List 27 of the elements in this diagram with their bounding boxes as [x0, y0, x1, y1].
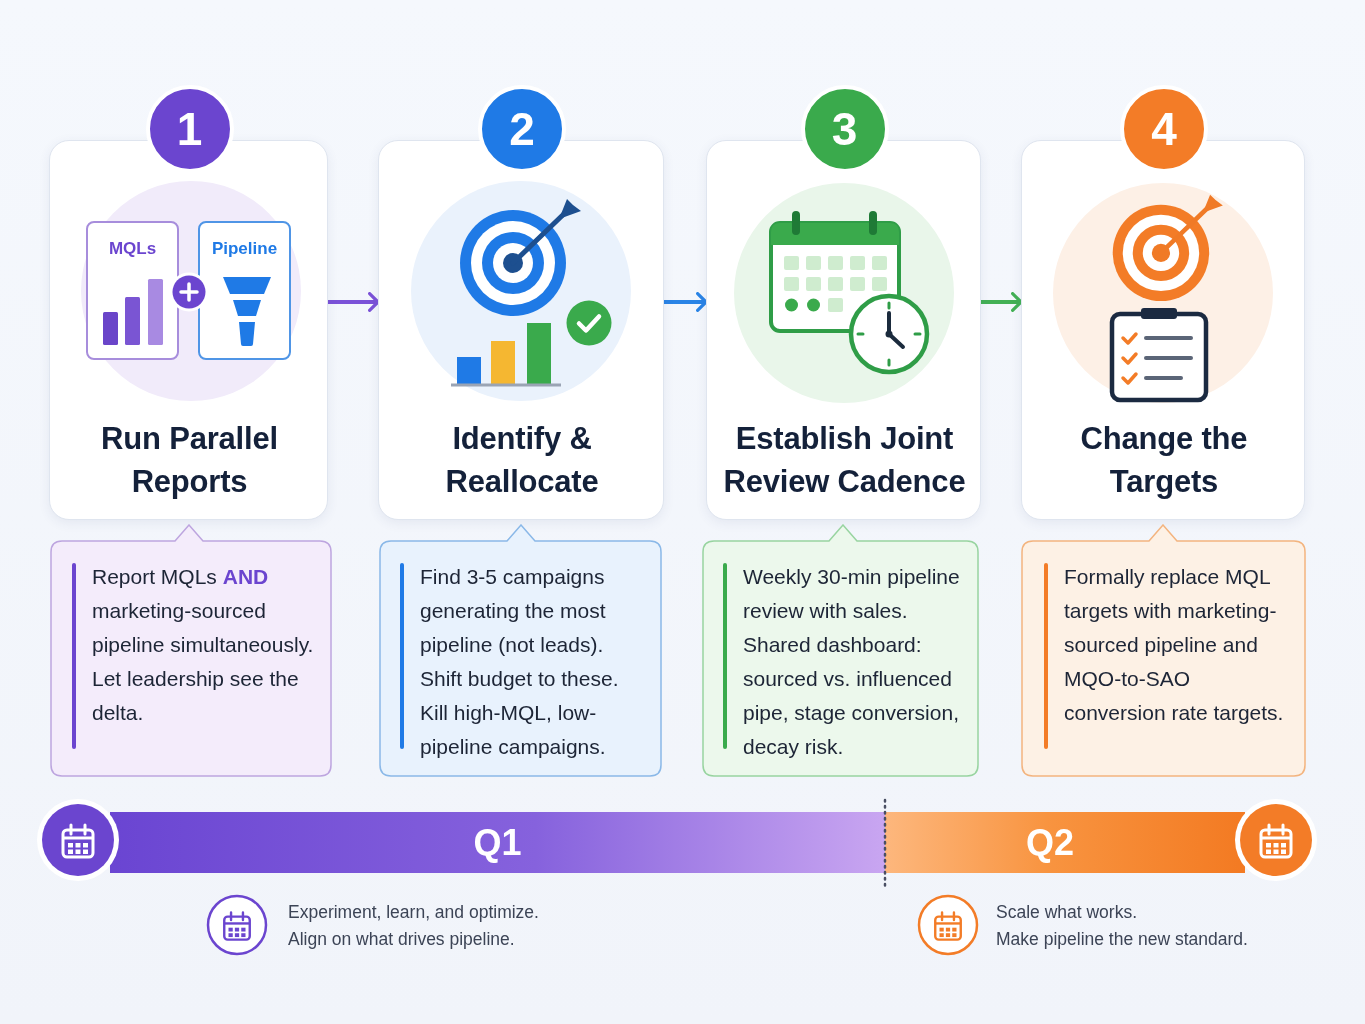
step-title: Change the Targets: [1079, 420, 1249, 501]
timeline-segment: [885, 812, 1245, 873]
step-title: Identify & Reallocate: [444, 420, 600, 501]
arrow: [981, 292, 1023, 312]
report-label: MQLs: [108, 239, 157, 259]
period-label: Q2: [1026, 821, 1074, 865]
period-label: Q1: [473, 821, 522, 865]
step-title: Run Parallel Reports: [100, 420, 279, 501]
step-title: Establish Joint Review Cadence: [722, 420, 967, 501]
description-text: Find 3-5 campaigns generating the most pipeline (not leads). Shift budget to these. Kill high-MQL, low-pipeline campaigns.: [420, 564, 620, 760]
timeline-segment: [110, 812, 885, 873]
report-label: Pipeline: [211, 239, 278, 259]
description-text: Report MQLs AND marketing-sourced pipeline simultaneously. Let leadership see the delta.: [92, 564, 315, 726]
callout-box: [702, 524, 979, 777]
report-card: [86, 221, 179, 360]
arrow: [328, 292, 380, 312]
arrow: [664, 292, 708, 312]
callout-box: [379, 524, 662, 777]
description-text: Weekly 30-min pipeline review with sales. Shared dashboard: sourced vs. influenced pipe, stage conversion, decay risk.: [743, 564, 961, 760]
description-text: Formally replace MQL targets with marketing-sourced pipeline and MQO-to-SAO conversion rate targets.: [1064, 564, 1285, 726]
callout-box: [50, 524, 332, 777]
callout-box: [1021, 524, 1306, 777]
caption-text: Align on what drives pipeline.: [288, 928, 515, 951]
caption-text: Experiment, learn, and optimize.: [288, 901, 539, 924]
caption-text: Scale what works.: [996, 901, 1138, 924]
report-card: [198, 221, 291, 360]
caption-text: Make pipeline the new standard.: [996, 928, 1248, 951]
